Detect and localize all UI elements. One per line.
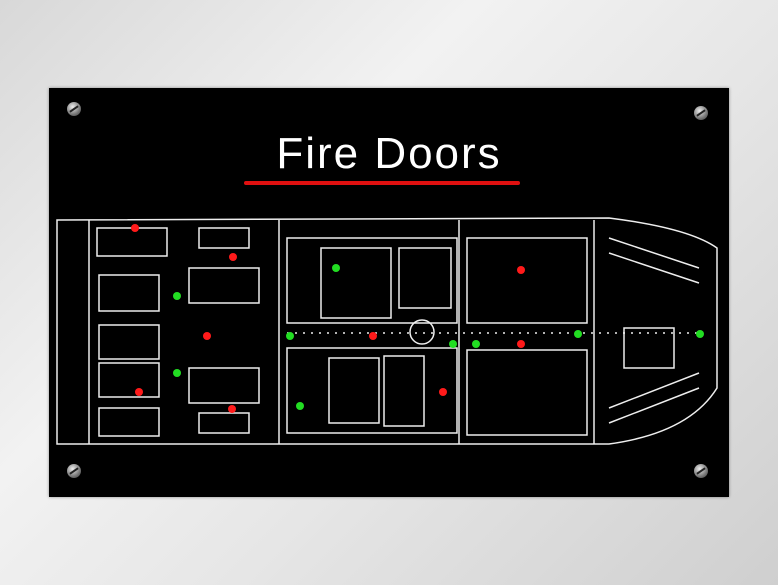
fire-door-marker-red (203, 332, 211, 340)
fire-door-marker-green (286, 332, 294, 340)
fire-door-marker-red (369, 332, 377, 340)
screw-icon (67, 102, 81, 116)
fire-door-marker-red (229, 253, 237, 261)
fire-doors-sign: Fire Doors (49, 88, 729, 497)
fire-door-marker-green (574, 330, 582, 338)
title-underline (244, 181, 520, 185)
screw-icon (67, 464, 81, 478)
screw-icon (694, 106, 708, 120)
sign-title: Fire Doors (276, 129, 502, 178)
fire-door-marker-green (696, 330, 704, 338)
fire-door-marker-green (449, 340, 457, 348)
fire-door-marker-green (472, 340, 480, 348)
deck-plan (56, 217, 718, 445)
fire-door-marker-green (296, 402, 304, 410)
deck-plan-walls (56, 217, 718, 445)
fire-door-marker-red (228, 405, 236, 413)
fire-door-marker-green (173, 369, 181, 377)
fire-door-marker-red (131, 224, 139, 232)
screw-icon (694, 464, 708, 478)
fire-door-marker-green (332, 264, 340, 272)
fire-door-marker-red (517, 266, 525, 274)
hull-outline (56, 217, 718, 445)
fire-door-marker-green (173, 292, 181, 300)
fire-door-marker-red (517, 340, 525, 348)
fire-door-marker-red (439, 388, 447, 396)
fire-door-marker-red (135, 388, 143, 396)
